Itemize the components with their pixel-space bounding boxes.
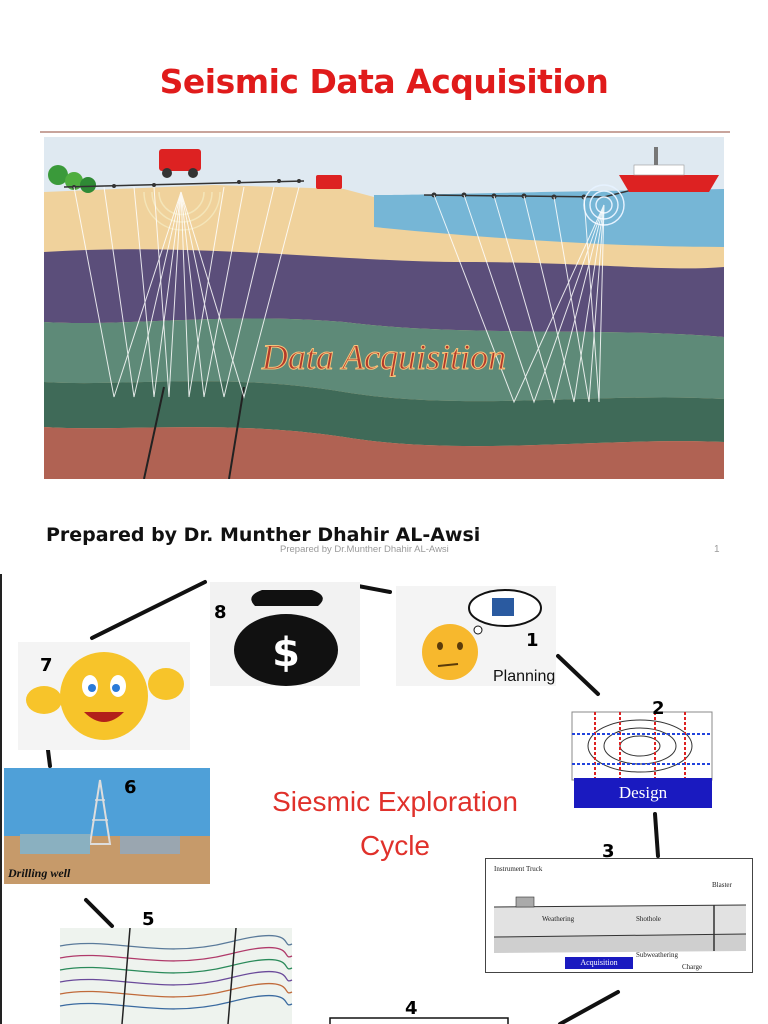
acquisition-diagram: Instrument Truck Blaster Weathering Shot… — [485, 858, 753, 973]
stage-number-1: 1 — [526, 630, 539, 651]
connector-7-8 — [90, 580, 207, 640]
stage-number-6: 6 — [124, 777, 137, 798]
connector-1-2 — [556, 654, 600, 696]
cycle-title-line-2: Cycle — [359, 830, 430, 861]
cycle-title-line-1: Siesmic Exploration — [272, 786, 518, 817]
data-acquisition-illustration: Data Acquisition — [44, 137, 724, 479]
planning-label: Planning — [493, 668, 556, 685]
drilling-rig-photo — [4, 768, 210, 884]
design-label: Design — [574, 778, 712, 808]
thinking-face-icon — [396, 586, 556, 686]
connector-3-4 — [558, 990, 620, 1024]
survey-design-map-icon — [571, 711, 713, 781]
stage-number-2: 2 — [652, 698, 665, 719]
stage-number-4: 4 — [405, 998, 418, 1019]
connector-7-6 — [46, 748, 52, 768]
blaster-label: Blaster — [712, 881, 732, 889]
instrument-truck-label: Instrument Truck — [494, 865, 543, 873]
connector-2-3 — [653, 812, 660, 858]
hero-overlay-text: Data Acquisition — [261, 337, 506, 377]
money-bag-icon: $ — [210, 582, 360, 686]
svg-text:$: $ — [272, 630, 300, 676]
stage-number-5: 5 — [142, 909, 155, 930]
stage-number-3: 3 — [602, 841, 615, 862]
stage-number-7: 7 — [40, 655, 53, 676]
charge-label: Charge — [682, 963, 703, 971]
shothole-label: Shothole — [636, 915, 661, 923]
drilling-well-label: Drilling well — [8, 866, 71, 880]
connector-8-1 — [356, 584, 392, 594]
connector-6-5 — [84, 898, 114, 928]
acquisition-label: Acquisition — [565, 957, 633, 969]
footer-text: Prepared by Dr.Munther Dhahir AL-Awsi — [280, 544, 449, 555]
stage-number-8: 8 — [214, 602, 227, 623]
exploration-cycle-slide — [0, 574, 768, 1024]
seismic-section-image — [59, 927, 293, 1024]
cycle-title: Siesmic Exploration Cycle — [215, 780, 575, 868]
cycle-graphics: $ — [4, 580, 713, 1024]
thumbs-up-emoji-icon — [18, 642, 190, 750]
slide-title: Seismic Data Acquisition — [159, 62, 609, 101]
stage-4-box — [329, 1017, 509, 1024]
title-divider — [40, 131, 730, 133]
subweathering-label: Subweathering — [636, 951, 678, 959]
author-line: Prepared by Dr. Munther Dhahir AL-Awsi — [46, 524, 481, 546]
page-number: 1 — [714, 544, 720, 555]
weathering-label: Weathering — [542, 915, 575, 923]
